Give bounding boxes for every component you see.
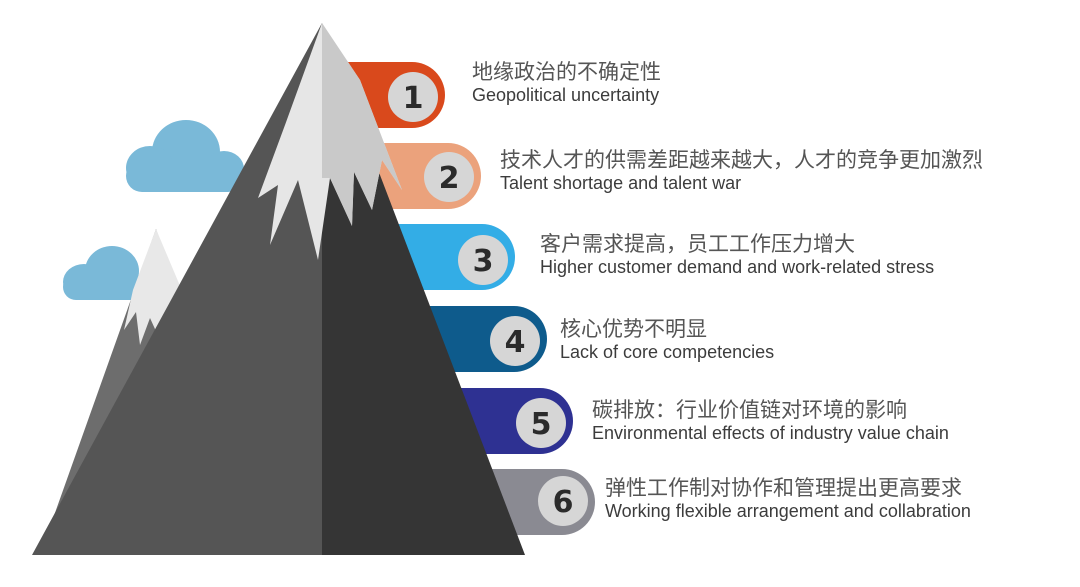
item-1-en: Geopolitical uncertainty: [472, 85, 660, 105]
item-3-en: Higher customer demand and work-related …: [540, 257, 935, 277]
item-1-zh: 地缘政治的不确定性: [472, 60, 661, 84]
item-3: 客户需求提高，员工工作压力增大 Higher customer demand a…: [540, 232, 934, 278]
badge-4: [490, 316, 540, 366]
item-2: 技术人才的供需差距越来越大，人才的竞争更加激烈 Talent shortage …: [500, 148, 983, 194]
item-5: 碳排放：行业价值链对环境的影响 Environmental effects of…: [592, 398, 949, 444]
item-4-en: Lack of core competencies: [560, 342, 775, 362]
cloud-lower: [63, 246, 145, 300]
badge-6: [538, 476, 588, 526]
big-mountain: [32, 23, 525, 555]
item-2-en: Talent shortage and talent war: [500, 173, 742, 193]
item-6-en: Working flexible arrangement and collabr…: [605, 501, 971, 521]
badge-number-4: 4: [505, 325, 526, 360]
item-5-zh: 碳排放：行业价值链对环境的影响: [592, 398, 907, 422]
badge-1: [388, 72, 438, 122]
item-2-zh: 技术人才的供需差距越来越大，人才的竞争更加激烈: [500, 148, 983, 172]
cloud-upper: [126, 120, 244, 192]
item-4: 核心优势不明显 Lack of core competencies: [560, 317, 774, 363]
badge-number-3: 3: [473, 244, 494, 279]
item-5-en: Environmental effects of industry value …: [592, 423, 949, 443]
item-4-zh: 核心优势不明显: [560, 317, 707, 341]
badge-number-2: 2: [439, 161, 460, 196]
item-6-zh: 弹性工作制对协作和管理提出更高要求: [605, 476, 962, 500]
badge-number-5: 5: [531, 407, 552, 442]
item-3-zh: 客户需求提高，员工工作压力增大: [540, 232, 855, 256]
badge-5: [516, 398, 566, 448]
badge-3: [458, 235, 508, 285]
badge-number-1: 1: [403, 81, 424, 116]
badge-number-6: 6: [553, 485, 574, 520]
item-6: 弹性工作制对协作和管理提出更高要求 Working flexible arran…: [605, 476, 971, 522]
badge-2: [424, 152, 474, 202]
item-1: 地缘政治的不确定性 Geopolitical uncertainty: [472, 60, 661, 106]
